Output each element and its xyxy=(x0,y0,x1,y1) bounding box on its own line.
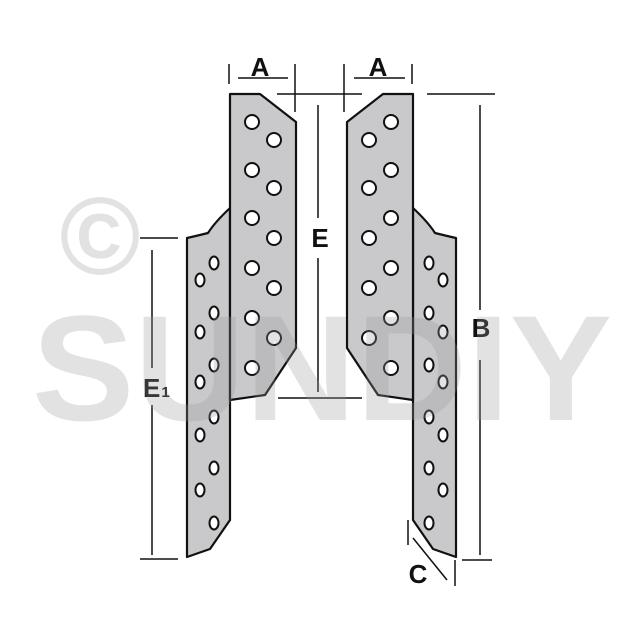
watermark-copyright-symbol: © xyxy=(59,175,140,298)
dimension-label-b: B xyxy=(472,313,491,343)
dimension-label-c: C xyxy=(409,559,428,589)
dimension-label-e: E xyxy=(311,223,328,253)
dimension-lines xyxy=(140,64,495,586)
watermark-text: SUNDIY xyxy=(32,284,612,452)
dimension-label-e1: E1 xyxy=(143,373,170,403)
watermark: © SUNDIY xyxy=(32,175,612,452)
e1-subscript: 1 xyxy=(161,384,169,401)
e1-main: E xyxy=(143,373,160,403)
dimension-label-a-right: A xyxy=(369,52,388,82)
dimension-label-a-left: A xyxy=(251,52,270,82)
